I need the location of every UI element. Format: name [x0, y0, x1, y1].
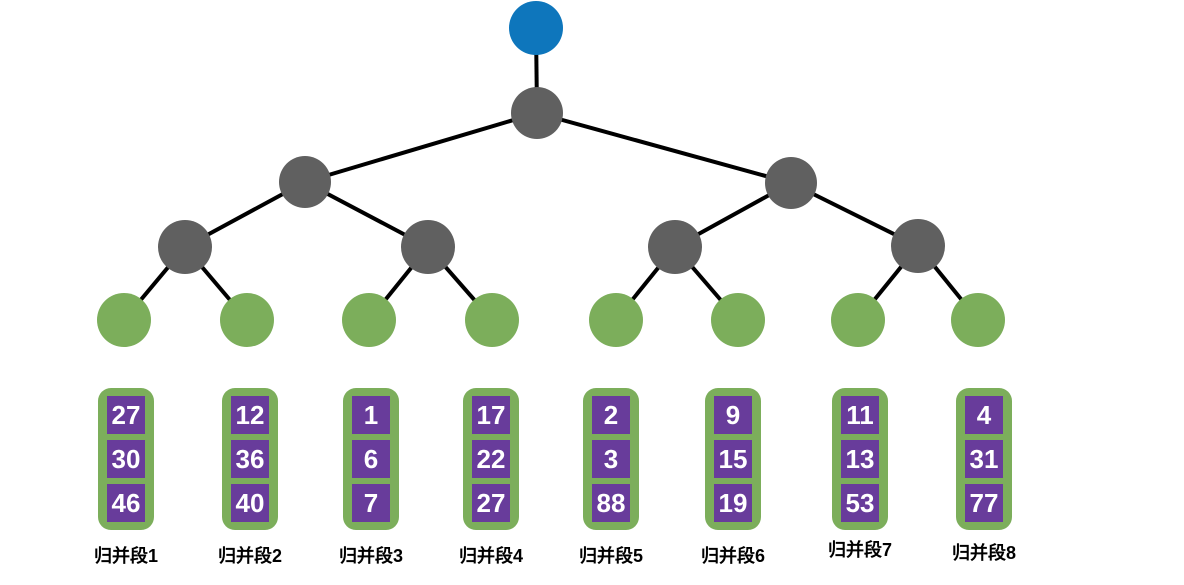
segment-value-cell: 27: [107, 396, 145, 434]
segment-container: 4 31 77: [956, 388, 1012, 530]
segment-label: 归并段1: [93, 546, 158, 566]
tree-node-l6-leaf: [711, 293, 765, 347]
segment-value-cell: 30: [107, 440, 145, 478]
segment-value-cell: 27: [472, 484, 510, 522]
tree-node-n3c-internal: [648, 220, 702, 274]
merge-segment-6: 9 15 19 归并段6: [701, 388, 765, 566]
segment-label: 归并段2: [217, 546, 282, 566]
segment-value-cell: 22: [472, 440, 510, 478]
segment-value-cell: 53: [841, 484, 879, 522]
tree-node-n3b-internal: [401, 220, 455, 274]
tree-node-n3a-internal: [158, 220, 212, 274]
segment-value-cell: 13: [841, 440, 879, 478]
segment-value-cell: 40: [231, 484, 269, 522]
segment-label: 归并段7: [827, 540, 892, 560]
tree-node-l3-leaf: [342, 293, 396, 347]
segment-label: 归并段6: [700, 546, 765, 566]
segment-container: 27 30 46: [98, 388, 154, 530]
segment-label: 归并段3: [338, 546, 403, 566]
merge-segment-2: 12 36 40 归并段2: [218, 388, 282, 566]
tree-node-l7-leaf: [831, 293, 885, 347]
tree-edge-n1-n2l: [304, 111, 538, 184]
merge-segment-5: 2 3 88 归并段5: [579, 388, 643, 566]
segment-container: 12 36 40: [222, 388, 278, 530]
segment-value-cell: 6: [352, 440, 390, 478]
segment-value-cell: 19: [714, 484, 752, 522]
merge-segment-8: 4 31 77 归并段8: [952, 388, 1016, 563]
merge-segment-4: 17 22 27 归并段4: [459, 388, 523, 566]
tree-node-l5-leaf: [589, 293, 643, 347]
segment-value-cell: 4: [965, 396, 1003, 434]
segment-value-cell: 9: [714, 396, 752, 434]
segment-value-cell: 1: [352, 396, 390, 434]
segment-container: 11 13 53: [832, 388, 888, 530]
merge-segment-1: 27 30 46 归并段1: [94, 388, 158, 566]
segment-container: 17 22 27: [463, 388, 519, 530]
tree-node-n2r-internal: [765, 157, 817, 209]
segment-container: 1 6 7: [343, 388, 399, 530]
segment-value-cell: 3: [592, 440, 630, 478]
segment-value-cell: 11: [841, 396, 879, 434]
segment-label: 归并段5: [578, 546, 643, 566]
tree-node-l4-leaf: [465, 293, 519, 347]
tree-node-root-root: [509, 1, 563, 55]
segment-label: 归并段4: [458, 546, 523, 566]
segment-value-cell: 2: [592, 396, 630, 434]
tree-node-l1-leaf: [97, 293, 151, 347]
merge-segment-3: 1 6 7 归并段3: [339, 388, 403, 566]
segment-value-cell: 12: [231, 396, 269, 434]
merge-segment-7: 11 13 53 归并段7: [828, 388, 892, 560]
segment-container: 9 15 19: [705, 388, 761, 530]
segment-value-cell: 31: [965, 440, 1003, 478]
segment-value-cell: 36: [231, 440, 269, 478]
tree-node-l8-leaf: [951, 293, 1005, 347]
segment-container: 2 3 88: [583, 388, 639, 530]
segment-value-cell: 88: [592, 484, 630, 522]
segment-value-cell: 7: [352, 484, 390, 522]
segment-label: 归并段8: [951, 543, 1016, 563]
tree-node-l2-leaf: [220, 293, 274, 347]
tree-node-n2l-internal: [279, 156, 331, 208]
segment-value-cell: 15: [714, 440, 752, 478]
segment-value-cell: 46: [107, 484, 145, 522]
tree-node-n3d-internal: [891, 219, 945, 273]
tree-edge-n1-n2r: [536, 111, 792, 185]
segment-value-cell: 17: [472, 396, 510, 434]
tree-node-n1-internal: [511, 87, 563, 139]
segment-value-cell: 77: [965, 484, 1003, 522]
